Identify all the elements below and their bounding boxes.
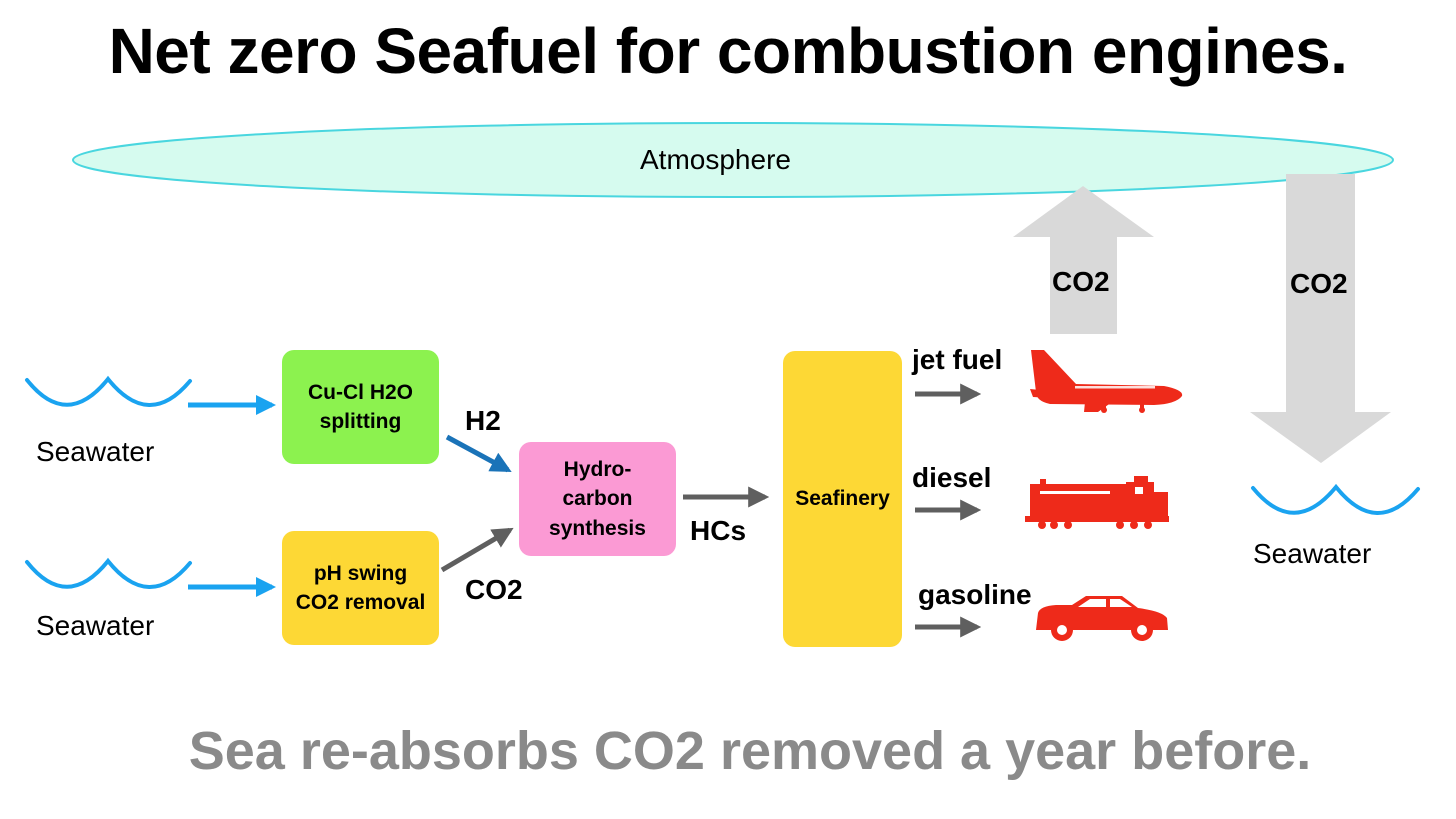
- seawater-wave-icon: [25, 375, 192, 407]
- page-title: Net zero Seafuel for combustion engines.: [108, 15, 1348, 87]
- co2-absorption-down-arrow: [1250, 174, 1391, 463]
- locomotive-icon: [1025, 476, 1169, 529]
- ph-swing-co2-removal-box: pH swing CO2 removal: [282, 531, 439, 645]
- seawater-label: Seawater: [1253, 538, 1372, 569]
- atmosphere-ellipse: [72, 122, 1394, 198]
- hcs-label: HCs: [690, 515, 747, 546]
- co2-arrow: [440, 527, 514, 573]
- seawater-wave-icon: [25, 557, 192, 589]
- seafinery-box: Seafinery: [783, 351, 902, 647]
- seawater-label: Seawater: [36, 436, 155, 467]
- footer-caption: Sea re-absorbs CO2 removed a year before…: [188, 721, 1312, 781]
- seawater-wave-icon: [1251, 483, 1420, 515]
- cu-cl-splitting-box: Cu-Cl H2O splitting: [282, 350, 439, 464]
- seawater-label: Seawater: [36, 610, 155, 641]
- hydrocarbon-synthesis-box: Hydro- carbon synthesis: [519, 442, 676, 556]
- diesel-label: diesel: [912, 462, 992, 493]
- atmosphere-label: Atmosphere: [640, 144, 791, 175]
- co2-emission-label: CO2: [1052, 266, 1110, 297]
- h2-label: H2: [465, 405, 501, 436]
- co2-input-label: CO2: [465, 574, 523, 605]
- co2-absorption-label: CO2: [1290, 268, 1348, 299]
- jet-fuel-label: jet fuel: [912, 344, 1003, 375]
- gasoline-label: gasoline: [918, 579, 1032, 610]
- car-icon: [1036, 596, 1168, 641]
- airplane-icon: [1030, 350, 1183, 413]
- h2-arrow: [445, 434, 512, 473]
- co2-emission-up-arrow: [1013, 186, 1154, 334]
